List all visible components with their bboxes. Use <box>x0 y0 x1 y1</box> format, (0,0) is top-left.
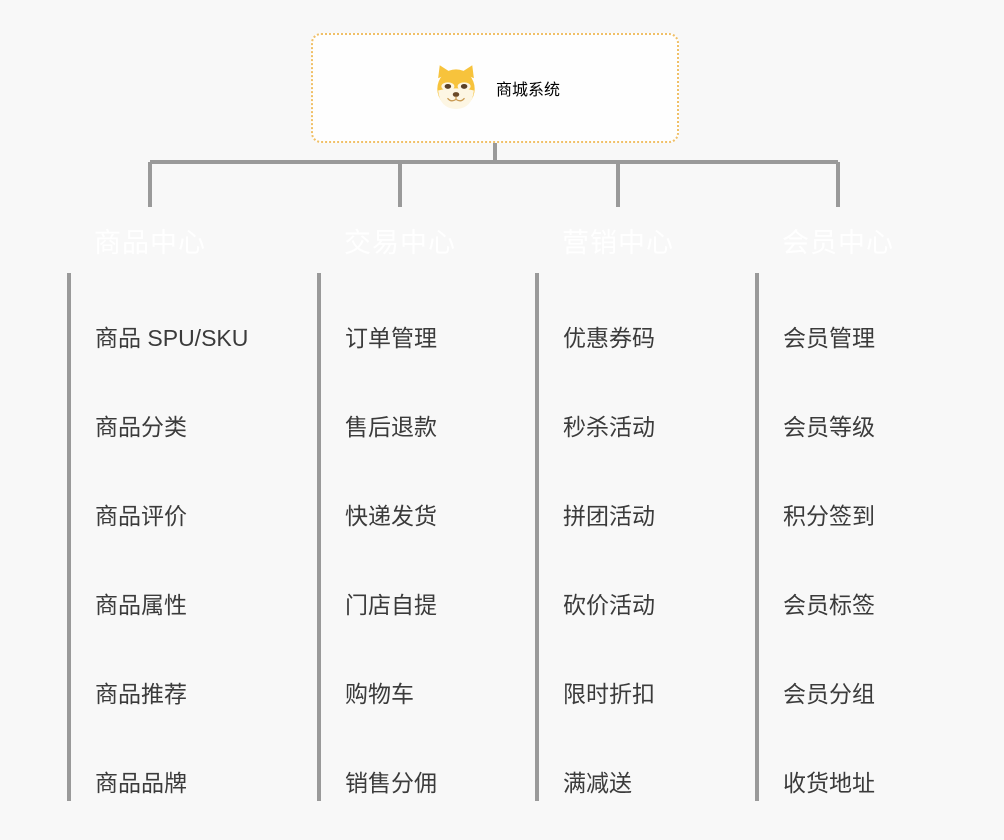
leaf-list-marketing-center: 优惠券码 秒杀活动 拼团活动 砍价活动 限时折扣 满减送 <box>525 273 711 807</box>
list-item[interactable]: 限时折扣 <box>525 629 711 718</box>
list-item[interactable]: 商品属性 <box>57 540 243 629</box>
list-item[interactable]: 商品 SPU/SKU <box>57 273 248 362</box>
branch-marketing-center: 营销中心 优惠券码 秒杀活动 拼团活动 砍价活动 限时折扣 <box>525 207 711 807</box>
leaf-label: 拼团活动 <box>563 503 655 529</box>
branch-trade-center: 交易中心 订单管理 售后退款 快递发货 门店自提 购物车 <box>307 207 493 807</box>
category-box-marketing-center[interactable]: 营销中心 <box>525 207 711 273</box>
category-label: 商品中心 <box>94 227 206 258</box>
leaf-label: 限时折扣 <box>563 681 655 707</box>
list-item[interactable]: 拼团活动 <box>525 451 711 540</box>
leaf-label: 快递发货 <box>345 503 437 529</box>
leaf-list-trade-center: 订单管理 售后退款 快递发货 门店自提 购物车 销售分佣 <box>307 273 493 807</box>
branch-product-center: 商品中心 商品 SPU/SKU 商品分类 商品评价 商品属性 商品推荐 <box>57 207 248 807</box>
leaf-label: 满减送 <box>563 770 632 796</box>
leaf-label: 会员分组 <box>783 681 875 707</box>
leaf-label: 会员等级 <box>783 414 875 440</box>
leaf-label: 砍价活动 <box>563 592 655 618</box>
list-item[interactable]: 销售分佣 <box>307 718 493 807</box>
list-item[interactable]: 积分签到 <box>745 451 931 540</box>
leaf-label: 商品 SPU/SKU <box>95 325 249 351</box>
leaf-label: 商品品牌 <box>95 770 187 796</box>
list-item[interactable]: 商品评价 <box>57 451 243 540</box>
list-item[interactable]: 会员分组 <box>745 629 931 718</box>
list-item[interactable]: 优惠券码 <box>525 273 711 362</box>
shiba-dog-icon <box>437 65 475 110</box>
category-label: 交易中心 <box>344 227 456 258</box>
list-item[interactable]: 会员等级 <box>745 362 931 451</box>
leaf-label: 售后退款 <box>345 414 437 440</box>
branch-member-center: 会员中心 会员管理 会员等级 积分签到 会员标签 会员分组 <box>745 207 931 807</box>
leaf-label: 会员标签 <box>783 592 875 618</box>
list-item[interactable]: 售后退款 <box>307 362 493 451</box>
leaf-label: 门店自提 <box>345 592 437 618</box>
list-item[interactable]: 收货地址 <box>745 718 931 807</box>
leaf-label: 会员管理 <box>783 325 875 351</box>
list-item[interactable]: 快递发货 <box>307 451 493 540</box>
list-item[interactable]: 门店自提 <box>307 540 493 629</box>
category-box-trade-center[interactable]: 交易中心 <box>307 207 493 273</box>
category-box-product-center[interactable]: 商品中心 <box>57 207 243 273</box>
list-item[interactable]: 秒杀活动 <box>525 362 711 451</box>
list-item[interactable]: 满减送 <box>525 718 711 807</box>
leaf-list-member-center: 会员管理 会员等级 积分签到 会员标签 会员分组 收货地址 <box>745 273 931 807</box>
leaf-label: 销售分佣 <box>345 770 437 796</box>
leaf-label: 秒杀活动 <box>563 414 655 440</box>
list-item[interactable]: 砍价活动 <box>525 540 711 629</box>
root-node-mall-system[interactable]: 商城系统 <box>311 33 679 143</box>
leaf-label: 购物车 <box>345 681 414 707</box>
leaf-label: 商品评价 <box>95 503 187 529</box>
list-item[interactable]: 商品分类 <box>57 362 243 451</box>
leaf-label: 商品推荐 <box>95 681 187 707</box>
category-box-member-center[interactable]: 会员中心 <box>745 207 931 273</box>
list-item[interactable]: 会员管理 <box>745 273 931 362</box>
root-title: 商城系统 <box>495 82 560 99</box>
list-item[interactable]: 订单管理 <box>307 273 493 362</box>
list-item[interactable]: 会员标签 <box>745 540 931 629</box>
leaf-label: 收货地址 <box>783 770 875 796</box>
category-label: 会员中心 <box>782 227 894 258</box>
list-item[interactable]: 商品推荐 <box>57 629 243 718</box>
leaf-label: 优惠券码 <box>563 325 655 351</box>
list-item[interactable]: 购物车 <box>307 629 493 718</box>
list-item[interactable]: 商品品牌 <box>57 718 243 807</box>
leaf-label: 商品属性 <box>95 592 187 618</box>
leaf-label: 商品分类 <box>95 414 187 440</box>
leaf-label: 订单管理 <box>345 325 437 351</box>
category-label: 营销中心 <box>562 227 674 258</box>
leaf-label: 积分签到 <box>783 503 875 529</box>
leaf-list-product-center: 商品 SPU/SKU 商品分类 商品评价 商品属性 商品推荐 商品品牌 <box>57 273 248 807</box>
